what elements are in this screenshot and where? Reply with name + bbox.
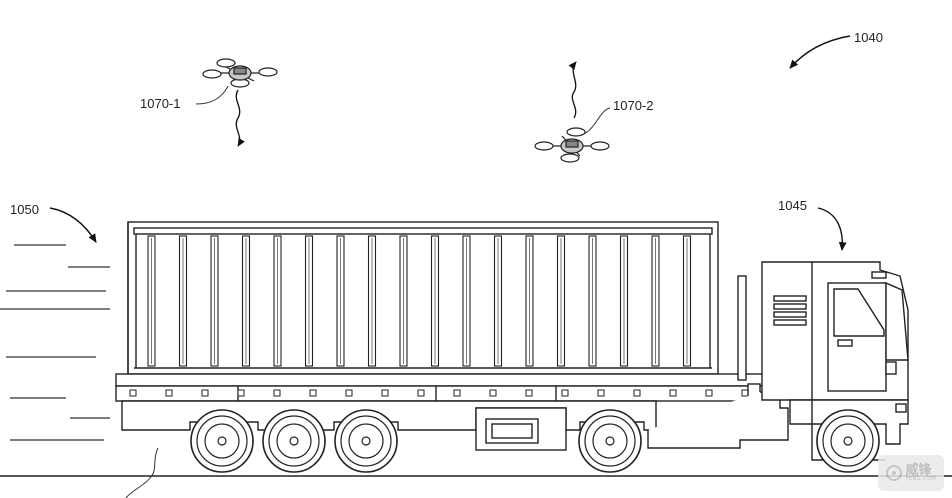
- cargo-container: [127, 221, 719, 375]
- deck-rivet: [309, 389, 317, 397]
- label-1040: 1040: [854, 30, 883, 45]
- deck-rivet: [669, 389, 677, 397]
- deck-rivet: [597, 389, 605, 397]
- deck-rivets: [129, 389, 749, 397]
- wheel-rim: [584, 415, 636, 467]
- wheel-inner-rim: [830, 423, 866, 459]
- wheel-inner-rim: [204, 423, 240, 459]
- wheel: [816, 409, 880, 473]
- deck-rivet: [741, 389, 749, 397]
- wheel-rim: [340, 415, 392, 467]
- label-1045: 1045: [778, 198, 807, 213]
- truck: [115, 221, 909, 473]
- watermark-logo: 威锋 FENG.COM: [878, 455, 944, 491]
- truck-wheels: [190, 409, 880, 473]
- label-1040-leader: [789, 35, 851, 69]
- wheel: [190, 409, 254, 473]
- watermark-sub: FENG.COM: [905, 476, 937, 482]
- deck-rivet: [633, 389, 641, 397]
- wheel-rim: [822, 415, 874, 467]
- wheel-inner-rim: [592, 423, 628, 459]
- ground-pointer-line: [125, 447, 159, 498]
- logo-icon: [885, 465, 902, 481]
- deck-rivet: [705, 389, 713, 397]
- deck-rivet: [381, 389, 389, 397]
- label-1070-2: 1070-2: [613, 98, 653, 113]
- label-1070-2-leader: [583, 107, 611, 135]
- deck-rivet: [417, 389, 425, 397]
- drone-b-ascent-arrow: [568, 61, 577, 119]
- wheel-hub: [361, 436, 371, 446]
- deck-rivet: [129, 389, 137, 397]
- drone-a-descent-arrow: [235, 89, 245, 147]
- wheel: [578, 409, 642, 473]
- wheel-hub: [217, 436, 227, 446]
- deck-rivet: [273, 389, 281, 397]
- wheel-inner-rim: [276, 423, 312, 459]
- label-1070-1-leader: [195, 85, 229, 105]
- deck-rivet: [453, 389, 461, 397]
- wheel-hub: [289, 436, 299, 446]
- watermark-main: 威锋: [905, 463, 932, 478]
- deck-rivet: [345, 389, 353, 397]
- deck-rivet: [561, 389, 569, 397]
- deck-rivet: [525, 389, 533, 397]
- drone-a: [202, 58, 278, 88]
- flatbed-deck: [115, 373, 767, 402]
- label-1070-1: 1070-1: [140, 96, 180, 111]
- wheel: [334, 409, 398, 473]
- wheel-rim: [196, 415, 248, 467]
- label-1050-leader: [49, 207, 97, 243]
- deck-rivet: [201, 389, 209, 397]
- wheel: [262, 409, 326, 473]
- wheel-hub: [843, 436, 853, 446]
- wheel-hub: [605, 436, 615, 446]
- wheel-rim: [268, 415, 320, 467]
- deck-rivet: [489, 389, 497, 397]
- speed-lines: [0, 244, 110, 441]
- wheel-inner-rim: [348, 423, 384, 459]
- deck-rivet: [237, 389, 245, 397]
- drone-b: [534, 127, 610, 163]
- container-corrugation: [147, 235, 692, 367]
- label-1045-leader: [817, 207, 847, 251]
- deck-rivet: [165, 389, 173, 397]
- label-1050: 1050: [10, 202, 39, 217]
